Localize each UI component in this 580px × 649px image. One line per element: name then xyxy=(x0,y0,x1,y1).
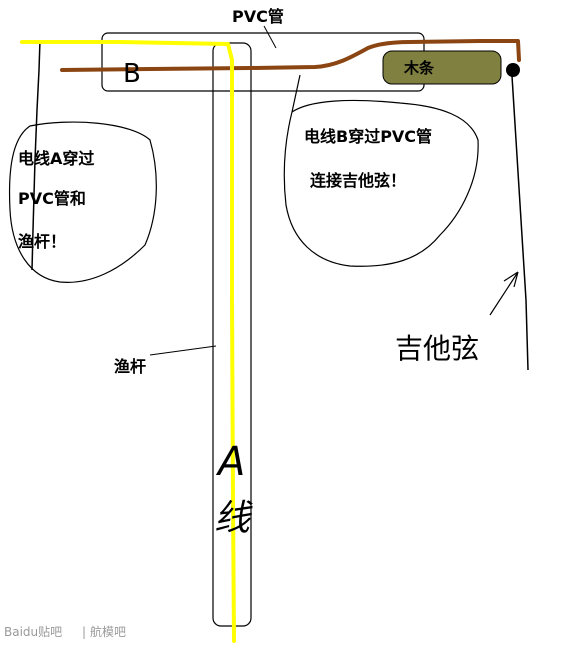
watermark-separator: | xyxy=(82,625,86,639)
knot-dot xyxy=(506,63,520,77)
wood-strip xyxy=(382,50,502,85)
wood-strip-label: 木条 xyxy=(403,59,435,77)
guitar-string-arrow xyxy=(489,271,519,316)
wire-a-label-a: A xyxy=(215,439,245,485)
watermark-forum: 航模吧 xyxy=(90,624,126,639)
wire-a-label-xian: 线 xyxy=(214,498,253,539)
watermark-logo: Baidu贴吧 xyxy=(4,625,62,639)
bubble-left-line-2: PVC管和 xyxy=(18,189,86,208)
fishing-rod-label: 渔杆 xyxy=(114,357,146,376)
wire-b-letter: B xyxy=(123,59,141,89)
fishing-rod-leader xyxy=(149,345,217,356)
bubble-left-line-1: 电线A穿过 xyxy=(18,149,94,168)
pvc-pipe-label: PVC管 xyxy=(232,7,284,26)
bubble-right-line-2: 连接吉他弦！ xyxy=(310,171,406,190)
wire-b xyxy=(60,39,521,72)
pvc-pipe-leader xyxy=(263,25,277,49)
bubble-right-line-1: 电线B穿过PVC管 xyxy=(304,127,432,146)
right-string-line xyxy=(511,75,529,371)
bubble-right xyxy=(283,74,479,267)
bubble-left-line-3: 渔杆！ xyxy=(18,232,66,251)
guitar-string-label: 吉他弦 xyxy=(395,332,479,365)
wire-a xyxy=(20,40,236,643)
left-edge-line xyxy=(31,39,41,271)
bubble-left xyxy=(8,121,157,283)
